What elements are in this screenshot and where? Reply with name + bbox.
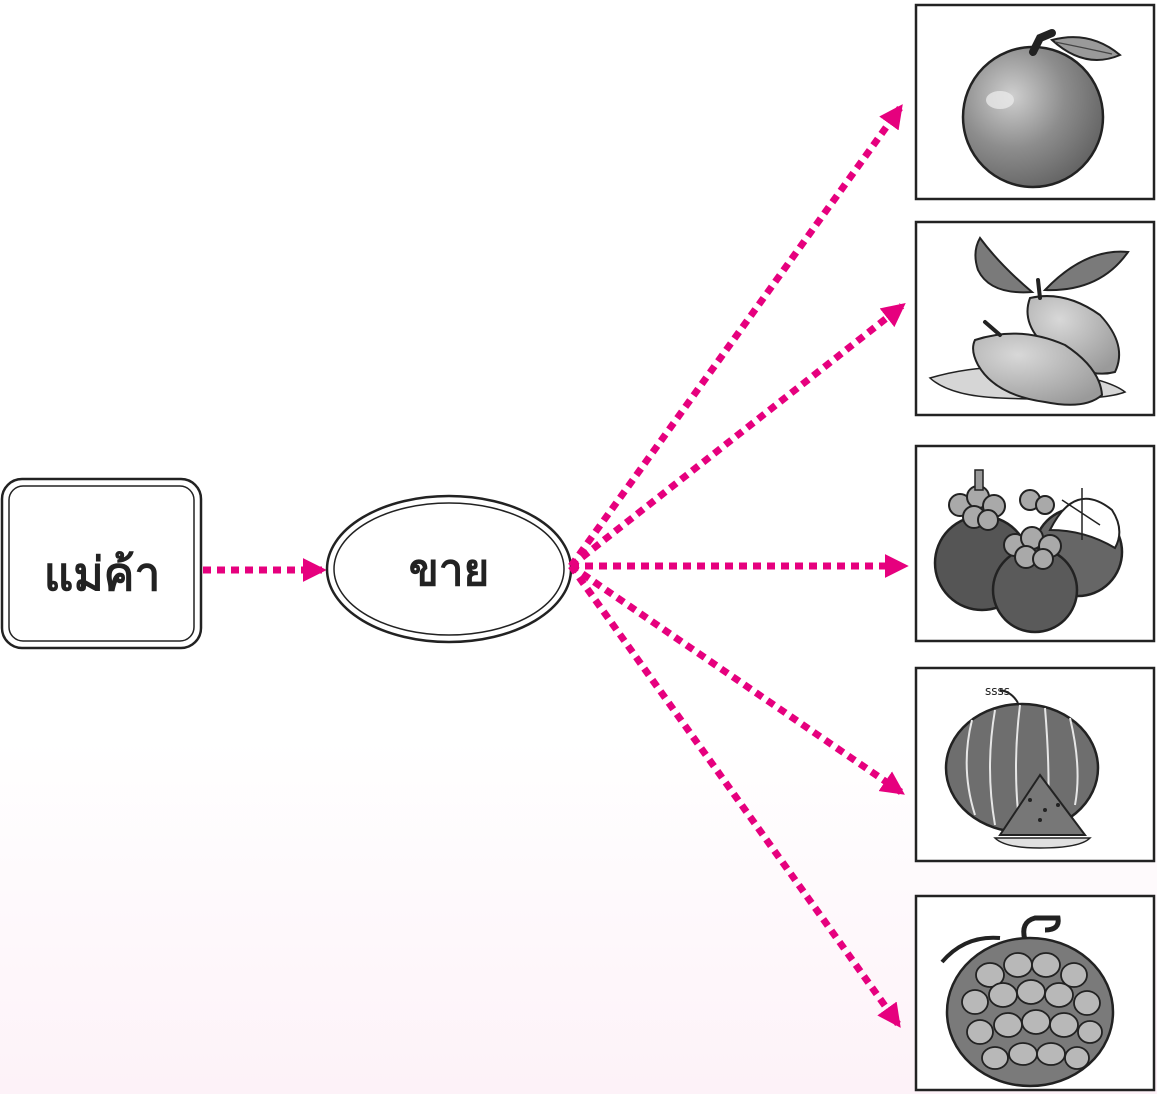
- watermelon-icon: ssss: [944, 684, 1100, 849]
- fruit-box-orange: [914, 3, 1156, 201]
- orange-icon: [961, 29, 1122, 189]
- fruit-boxes: ssss: [914, 3, 1156, 1092]
- arrow-to-watermelon: [569, 563, 905, 795]
- fruit-box-watermelon: ssss: [914, 666, 1156, 863]
- fruit-box-mangosteen: [914, 444, 1156, 643]
- arrow-to-mango: [568, 303, 906, 569]
- fruit-box-custard-apple: [914, 894, 1156, 1092]
- fruit-box-mango: [914, 220, 1156, 417]
- seller-node: แม่ค้า: [0, 477, 203, 650]
- custard-apple-icon: [940, 915, 1115, 1088]
- mango-icon: [928, 236, 1130, 406]
- mangosteen-icon: [933, 469, 1124, 634]
- arrow-to-orange: [568, 104, 903, 569]
- arrow-to-custard-apple: [568, 563, 901, 1028]
- fan-out-arrows: [568, 104, 909, 1028]
- sell-node: ขาย: [325, 494, 573, 644]
- sell-label: ขาย: [409, 545, 490, 596]
- seller-label: แม่ค้า: [44, 547, 161, 601]
- svg-text:ssss: ssss: [985, 684, 1010, 698]
